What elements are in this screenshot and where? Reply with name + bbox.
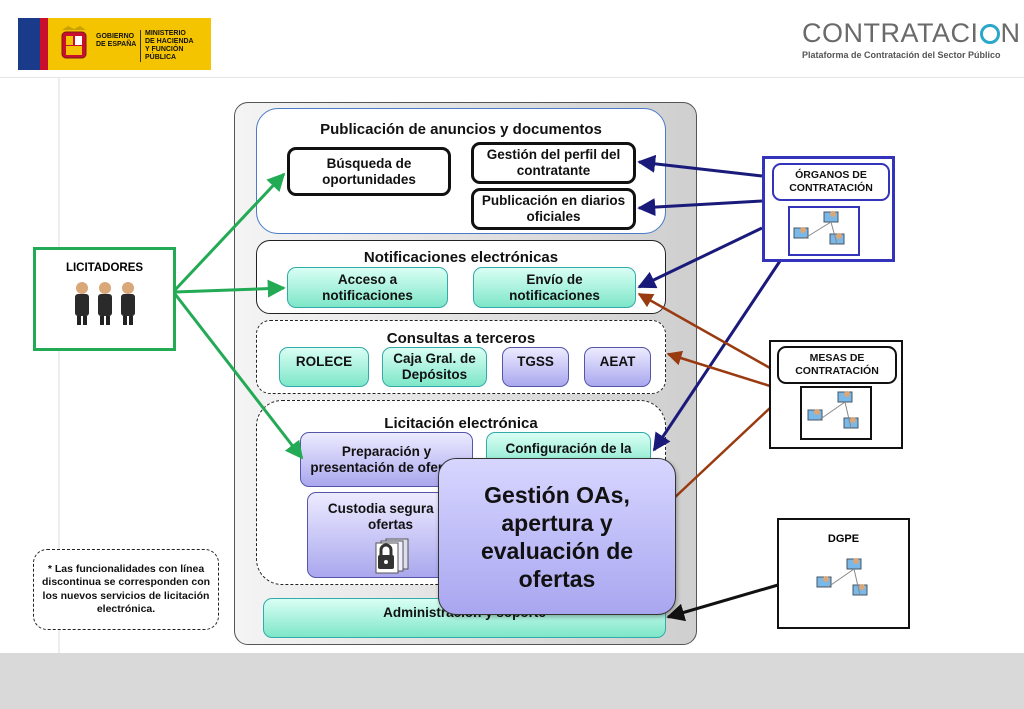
licitacion-title: Licitación electrónica	[384, 415, 538, 432]
left-rule	[58, 78, 60, 653]
secure-documents-icon	[368, 535, 414, 579]
custodia-label: Custodia segura de ofertas	[327, 501, 454, 532]
footer-band	[0, 653, 1024, 709]
tgss-box: TGSS	[502, 347, 569, 387]
government-label: GOBIERNO DE ESPAÑA	[96, 33, 137, 48]
ministry-label: MINISTERIO DE HACIENDA Y FUNCIÓN PÚBLICA	[140, 30, 211, 62]
brand-subtitle: Plataforma de Contratación del Sector Pú…	[802, 50, 1001, 60]
arrow-mesas-envio	[637, 292, 771, 370]
envio-box: Envío de notificaciones	[473, 267, 636, 308]
licitadores-label: LICITADORES	[65, 262, 144, 274]
callout-gestion-oas: Gestión OAs, apertura y evaluación de of…	[438, 458, 676, 615]
arrow-dgpe-administracion	[666, 583, 779, 622]
dgpe-workstations-icon	[813, 555, 879, 603]
arrow-organos-diarios	[637, 198, 763, 217]
configuracion-label: Configuración de la	[505, 441, 632, 456]
aeat-box: AEAT	[584, 347, 651, 387]
acceso-box: Acceso a notificaciones	[287, 267, 448, 308]
person-icon-1	[74, 282, 89, 325]
dgpe-label: DGPE	[827, 533, 860, 545]
mesas-workstations-icon	[800, 386, 872, 440]
arrow-licitadores-busqueda	[173, 172, 286, 292]
power-icon	[979, 24, 1000, 44]
organos-label: ÓRGANOS DE CONTRATACIÓN	[772, 163, 890, 201]
government-logo: GOBIERNO DE ESPAÑA MINISTERIO DE HACIEND…	[18, 18, 211, 70]
mesas-label: MESAS DE CONTRATACIÓN	[777, 346, 897, 384]
arrow-mesas-licitacion	[671, 407, 771, 501]
flag-stripe	[18, 18, 40, 70]
perfil-box: Gestión del perfil del contratante	[471, 142, 636, 184]
arrow-licitadores-acceso	[174, 279, 286, 298]
arrow-organos-envio	[637, 226, 763, 289]
arrow-organos-perfil	[637, 154, 763, 178]
arrow-mesas-consultas	[666, 350, 771, 388]
licitadores-actor: LICITADORES	[33, 247, 176, 351]
dgpe-actor: DGPE	[777, 518, 910, 629]
rolece-box: ROLECE	[279, 347, 369, 387]
callout-text: Gestión OAs, apertura y evaluación de of…	[480, 481, 634, 592]
caja-box: Caja Gral. de Depósitos	[382, 347, 487, 387]
legend-note-text: * Las funcionalidades con línea disconti…	[41, 562, 211, 616]
organos-workstations-icon	[788, 206, 860, 256]
busqueda-box: Búsqueda de oportunidades	[287, 147, 451, 196]
arrow-organos-configuracion	[652, 257, 784, 452]
consultas-title: Consultas a terceros	[386, 330, 536, 347]
publicacion-title: Publicación de anuncios y documentos	[320, 121, 602, 138]
arrow-licitadores-preparacion	[173, 293, 304, 460]
people-icon	[36, 280, 173, 331]
coat-of-arms-icon	[54, 24, 94, 64]
diarios-box: Publicación en diarios oficiales	[471, 188, 636, 230]
notificaciones-title: Notificaciones electrónicas	[363, 249, 559, 266]
legend-note: * Las funcionalidades con línea disconti…	[33, 549, 219, 630]
flag-red-stripe	[40, 18, 48, 70]
preparacion-box: Preparación y presentación de ofertas	[300, 432, 473, 487]
